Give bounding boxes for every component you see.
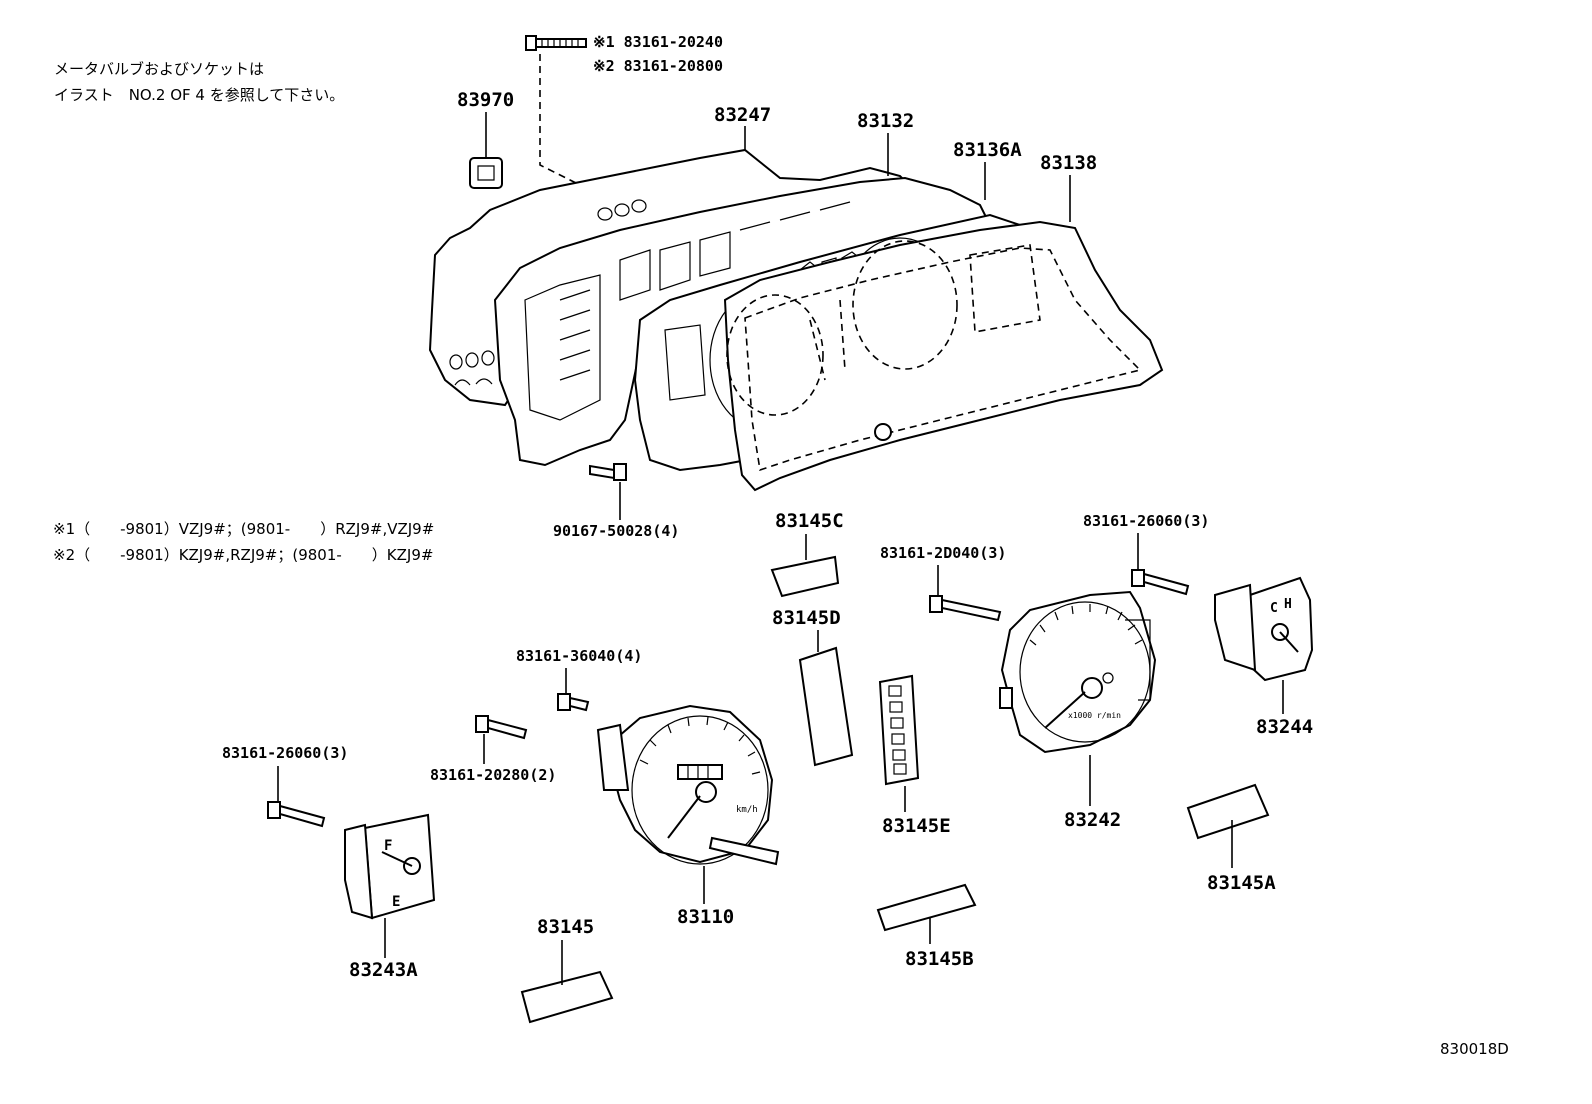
speedometer-83110: km/h	[596, 704, 780, 866]
label-83161-26060-right: 83161-26060(3)	[1083, 512, 1209, 530]
speedo-unit: km/h	[736, 805, 758, 815]
label-83970: 83970	[457, 89, 514, 111]
indicator-83145e	[878, 674, 920, 786]
label-83243a: 83243A	[349, 959, 418, 981]
label-83242: 83242	[1064, 809, 1121, 831]
screw-26060-right	[1131, 569, 1190, 596]
screw-2d040	[929, 595, 1002, 622]
temp-h-mark: H	[1284, 597, 1292, 612]
label-83132: 83132	[857, 110, 914, 132]
label-83136a: 83136A	[953, 139, 1022, 161]
label-83145a: 83145A	[1207, 872, 1276, 894]
plate-83145b	[876, 883, 977, 932]
label-83145b: 83145B	[905, 948, 974, 970]
label-83145e: 83145E	[882, 815, 951, 837]
socket-83970	[469, 157, 503, 189]
label-83138: 83138	[1040, 152, 1097, 174]
label-83110: 83110	[677, 906, 734, 928]
note-line-1: メータバルブおよびソケットは	[54, 60, 264, 78]
label-83161-20280: 83161-20280(2)	[430, 766, 556, 784]
temp-c-mark: C	[1270, 601, 1278, 616]
tachometer-83242: x1000 r/min	[999, 590, 1157, 754]
fuel-e-mark: E	[392, 894, 400, 910]
glass-clip	[874, 423, 892, 441]
top-screw	[525, 35, 587, 51]
cluster-assembly	[428, 148, 1164, 492]
label-screw-2: ※2 83161-20800	[593, 57, 723, 75]
screw-26060-left	[267, 801, 326, 828]
fuel-f-mark: F	[384, 838, 392, 854]
condition-note-2: ※2（ -9801）KZJ9#,RZJ9#；(9801- ）KZJ9#	[53, 546, 433, 564]
label-83247: 83247	[714, 104, 771, 126]
screw-20280	[475, 715, 528, 740]
fuel-gauge-83243a: F E	[344, 813, 436, 920]
note-line-2: イラスト NO.2 OF 4 を参照して下さい。	[54, 86, 344, 104]
label-83145: 83145	[537, 916, 594, 938]
temp-gauge-83244: C H	[1214, 576, 1314, 682]
glass-83138	[723, 220, 1164, 492]
screw-90167	[589, 463, 627, 481]
label-screw-1: ※1 83161-20240	[593, 33, 723, 51]
label-83145c: 83145C	[775, 510, 844, 532]
label-83145d: 83145D	[772, 607, 841, 629]
plate-83145	[520, 970, 614, 1024]
label-83161-2d040: 83161-2D040(3)	[880, 544, 1006, 562]
strip-83145d	[798, 646, 854, 767]
label-83244: 83244	[1256, 716, 1313, 738]
figure-id: 830018D	[1440, 1040, 1509, 1058]
plate-83145c	[770, 555, 840, 598]
trip-reset-rod	[708, 836, 780, 866]
leader-top-screw	[539, 54, 581, 186]
label-83161-26060-left: 83161-26060(3)	[222, 744, 348, 762]
label-83161-36040: 83161-36040(4)	[516, 647, 642, 665]
plate-83145a	[1186, 783, 1270, 840]
label-90167: 90167-50028(4)	[553, 522, 679, 540]
condition-note-1: ※1（ -9801）VZJ9#；(9801- ）RZJ9#,VZJ9#	[53, 520, 434, 538]
tacho-unit: x1000 r/min	[1068, 711, 1121, 720]
screw-36040	[557, 693, 590, 712]
